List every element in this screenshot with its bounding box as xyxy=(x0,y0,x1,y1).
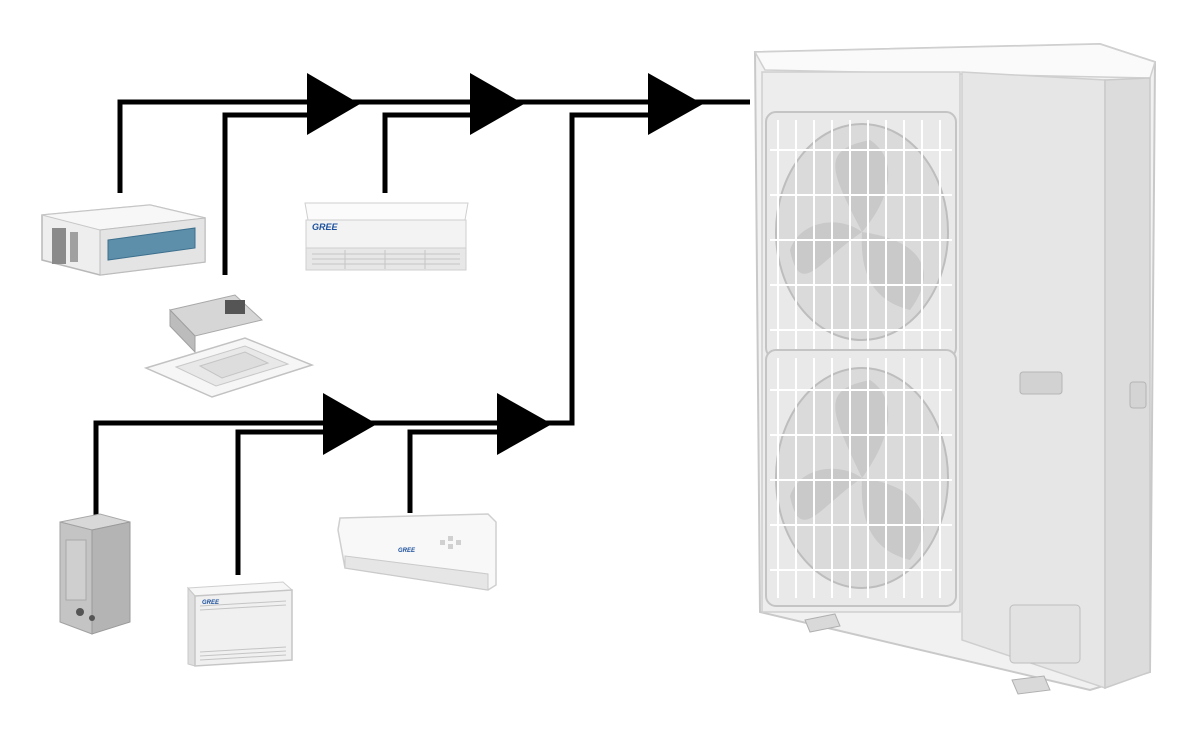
flow-arrow xyxy=(470,73,524,135)
flow-arrow xyxy=(323,393,377,455)
pipe-wall-mounted xyxy=(407,429,520,513)
floor-console-unit: GREE xyxy=(186,581,294,667)
pipe-lower-trunk xyxy=(550,112,670,426)
piping-lines xyxy=(93,99,750,575)
pipe-air-handler xyxy=(93,420,550,515)
outdoor-unit xyxy=(753,42,1157,695)
wall-mounted-unit: GREE xyxy=(337,513,497,591)
cassette-unit xyxy=(143,294,315,398)
brand-logo: GREE xyxy=(398,548,416,554)
brand-logo: GREE xyxy=(312,222,339,232)
pipe-cassette xyxy=(222,112,330,275)
lower-fan-grille xyxy=(765,349,957,607)
flow-arrow xyxy=(648,73,703,135)
ceiling-floor-unit: GREE xyxy=(304,202,469,271)
air-handler-unit xyxy=(59,513,131,635)
pipe-ceiling-floor xyxy=(382,112,500,193)
brand-logo: GREE xyxy=(202,600,220,606)
flow-arrows xyxy=(307,73,703,455)
pipe-floor-console xyxy=(235,429,348,575)
flow-arrow xyxy=(307,73,360,135)
ducted-unit xyxy=(41,204,206,276)
flow-arrow xyxy=(497,393,552,455)
pipe-ducted xyxy=(117,99,750,193)
upper-fan-grille xyxy=(765,111,957,359)
